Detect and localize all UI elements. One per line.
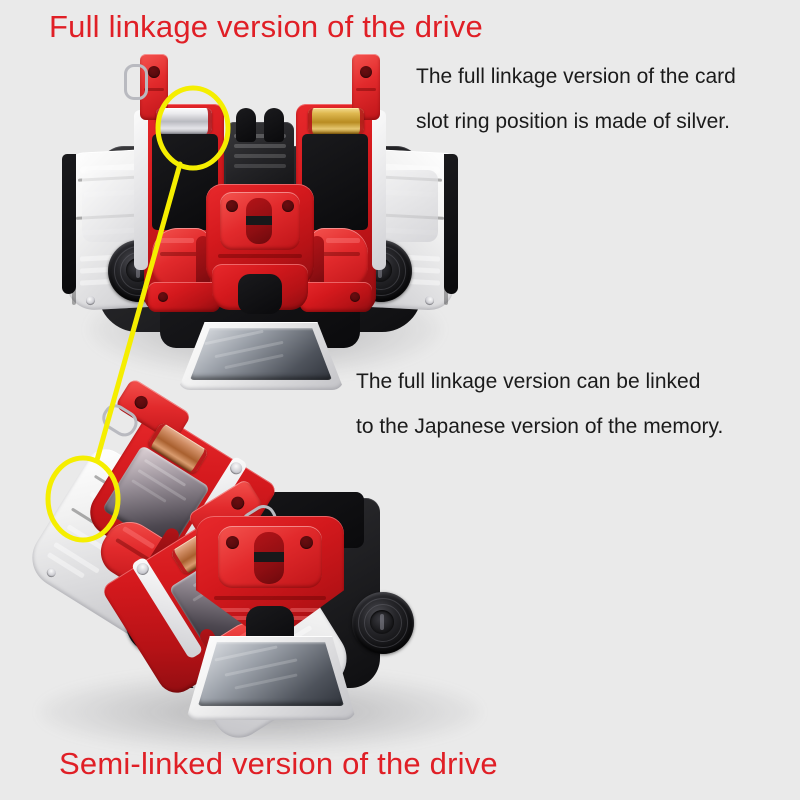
- tray-window-bottom[interactable]: [198, 642, 344, 706]
- center-button[interactable]: [238, 274, 282, 314]
- top-note-line-2: slot ring position is made of silver.: [416, 110, 730, 133]
- middle-note-line-2: to the Japanese version of the memory.: [356, 415, 724, 438]
- left-hook: [124, 64, 148, 100]
- full-linkage-driver: [60, 50, 460, 400]
- right-base-block: [300, 282, 372, 312]
- bottom-caption: Semi-linked version of the drive: [59, 746, 498, 781]
- center-post-right: [264, 108, 284, 142]
- right-ring-clamp: [308, 108, 364, 134]
- tray-window[interactable]: [190, 328, 332, 380]
- right-rail: [372, 110, 386, 270]
- middle-note-line-1: The full linkage version can be linked: [356, 370, 701, 393]
- middle-note: The full linkage version can be linked t…: [356, 359, 723, 449]
- left-wing-edge: [62, 154, 76, 294]
- semi-linked-driver: [0, 377, 540, 752]
- left-base-block: [148, 282, 220, 312]
- top-note: The full linkage version of the card slo…: [416, 54, 736, 144]
- left-ring-clamp: [156, 108, 212, 134]
- right-slot-ring-gold: [308, 108, 364, 134]
- top-caption: Full linkage version of the drive: [49, 9, 483, 44]
- right-dial-knob-bottom[interactable]: [352, 592, 414, 654]
- top-note-line-1: The full linkage version of the card: [416, 65, 736, 88]
- left-rail: [134, 110, 148, 270]
- right-wing-edge: [444, 154, 458, 294]
- center-post-left: [236, 108, 256, 142]
